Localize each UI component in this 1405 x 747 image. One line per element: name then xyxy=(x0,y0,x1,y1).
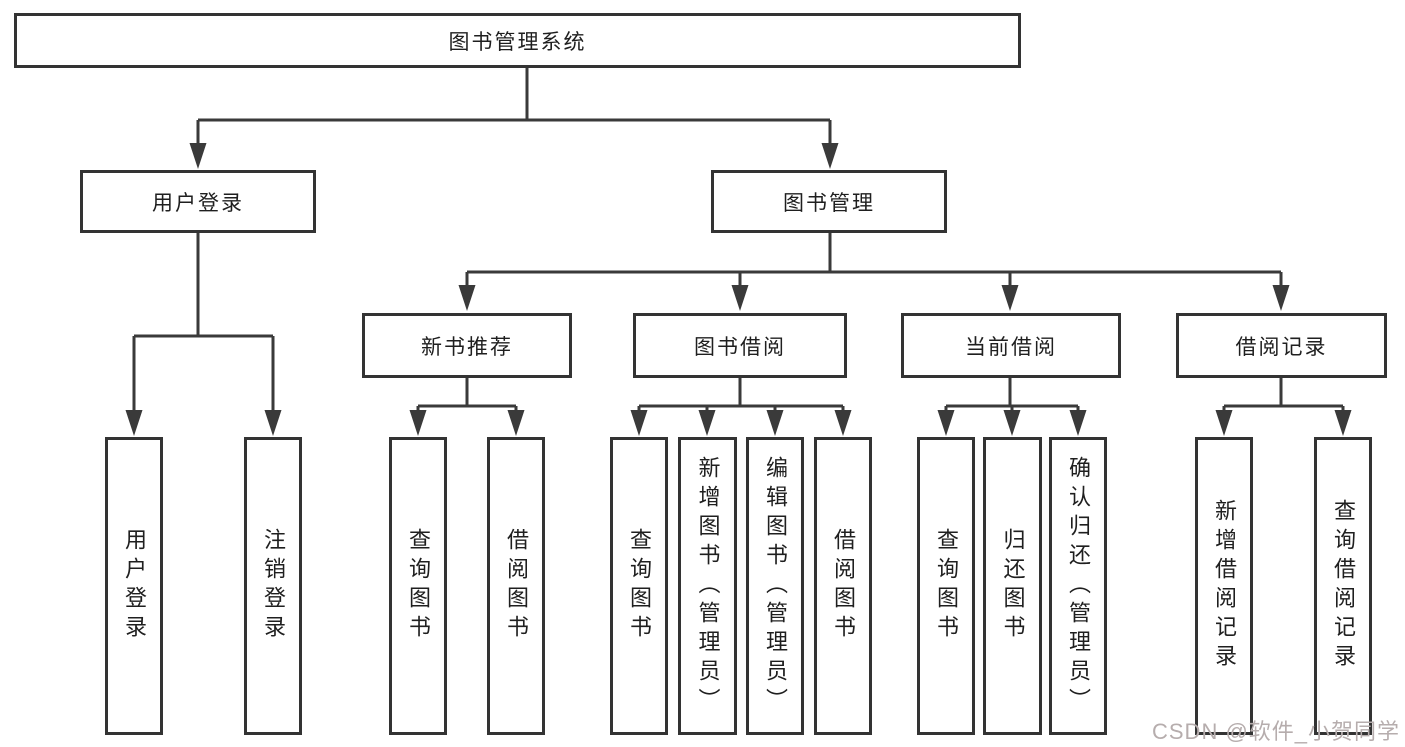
node-label: 新增图书（管理员） xyxy=(695,455,721,717)
node-label: 查询借阅记录 xyxy=(1331,499,1356,673)
node-label: 图书借阅 xyxy=(694,335,786,359)
leaf-query-books-recommend: 查询图书 xyxy=(389,437,447,735)
leaf-confirm-return-admin: 确认归还（管理员） xyxy=(1049,437,1107,735)
leaf-add-books-admin: 新增图书（管理员） xyxy=(678,437,737,735)
leaf-query-books-borrowing: 查询图书 xyxy=(610,437,668,735)
leaf-query-books-current: 查询图书 xyxy=(917,437,975,735)
node-label: 用户登录 xyxy=(152,191,244,215)
node-new-book-recommend: 新书推荐 xyxy=(362,313,572,378)
leaf-borrow-books-borrowing: 借阅图书 xyxy=(814,437,872,735)
node-book-management-branch: 图书管理 xyxy=(711,170,947,233)
leaf-user-login: 用户登录 xyxy=(105,437,163,735)
csdn-watermark: CSDN @软件_小贺同学 xyxy=(1152,719,1401,744)
node-label: 新增借阅记录 xyxy=(1212,499,1237,673)
leaf-query-borrow-record: 查询借阅记录 xyxy=(1314,437,1372,735)
node-label: 归还图书 xyxy=(1000,528,1026,644)
node-user-login-branch: 用户登录 xyxy=(80,170,316,233)
node-label: 借阅图书 xyxy=(831,528,856,644)
node-label: 查询图书 xyxy=(627,528,652,644)
leaf-borrow-books-recommend: 借阅图书 xyxy=(487,437,545,735)
node-label: 编辑图书（管理员） xyxy=(763,455,788,717)
node-label: 查询图书 xyxy=(934,528,959,644)
arrowheads xyxy=(125,143,1352,436)
leaf-add-borrow-record: 新增借阅记录 xyxy=(1195,437,1253,735)
node-label: 注销登录 xyxy=(261,528,286,644)
leaf-logout: 注销登录 xyxy=(244,437,302,735)
node-label: 新书推荐 xyxy=(421,335,513,359)
node-book-borrowing: 图书借阅 xyxy=(633,313,847,378)
node-label: 查询图书 xyxy=(406,528,431,644)
node-root-system: 图书管理系统 xyxy=(14,13,1021,68)
leaf-return-books: 归还图书 xyxy=(983,437,1042,735)
node-label: 借阅记录 xyxy=(1235,335,1328,359)
leaf-edit-books-admin: 编辑图书（管理员） xyxy=(746,437,804,735)
node-label: 图书管理 xyxy=(783,191,875,215)
node-label: 借阅图书 xyxy=(504,528,529,644)
node-current-borrowing: 当前借阅 xyxy=(901,313,1121,378)
node-label: 用户登录 xyxy=(122,528,147,644)
tree-connectors xyxy=(132,68,1345,413)
node-label: 图书管理系统 xyxy=(448,30,587,54)
node-label: 当前借阅 xyxy=(965,335,1057,359)
node-borrowing-records: 借阅记录 xyxy=(1176,313,1387,378)
node-label: 确认归还（管理员） xyxy=(1066,455,1091,717)
